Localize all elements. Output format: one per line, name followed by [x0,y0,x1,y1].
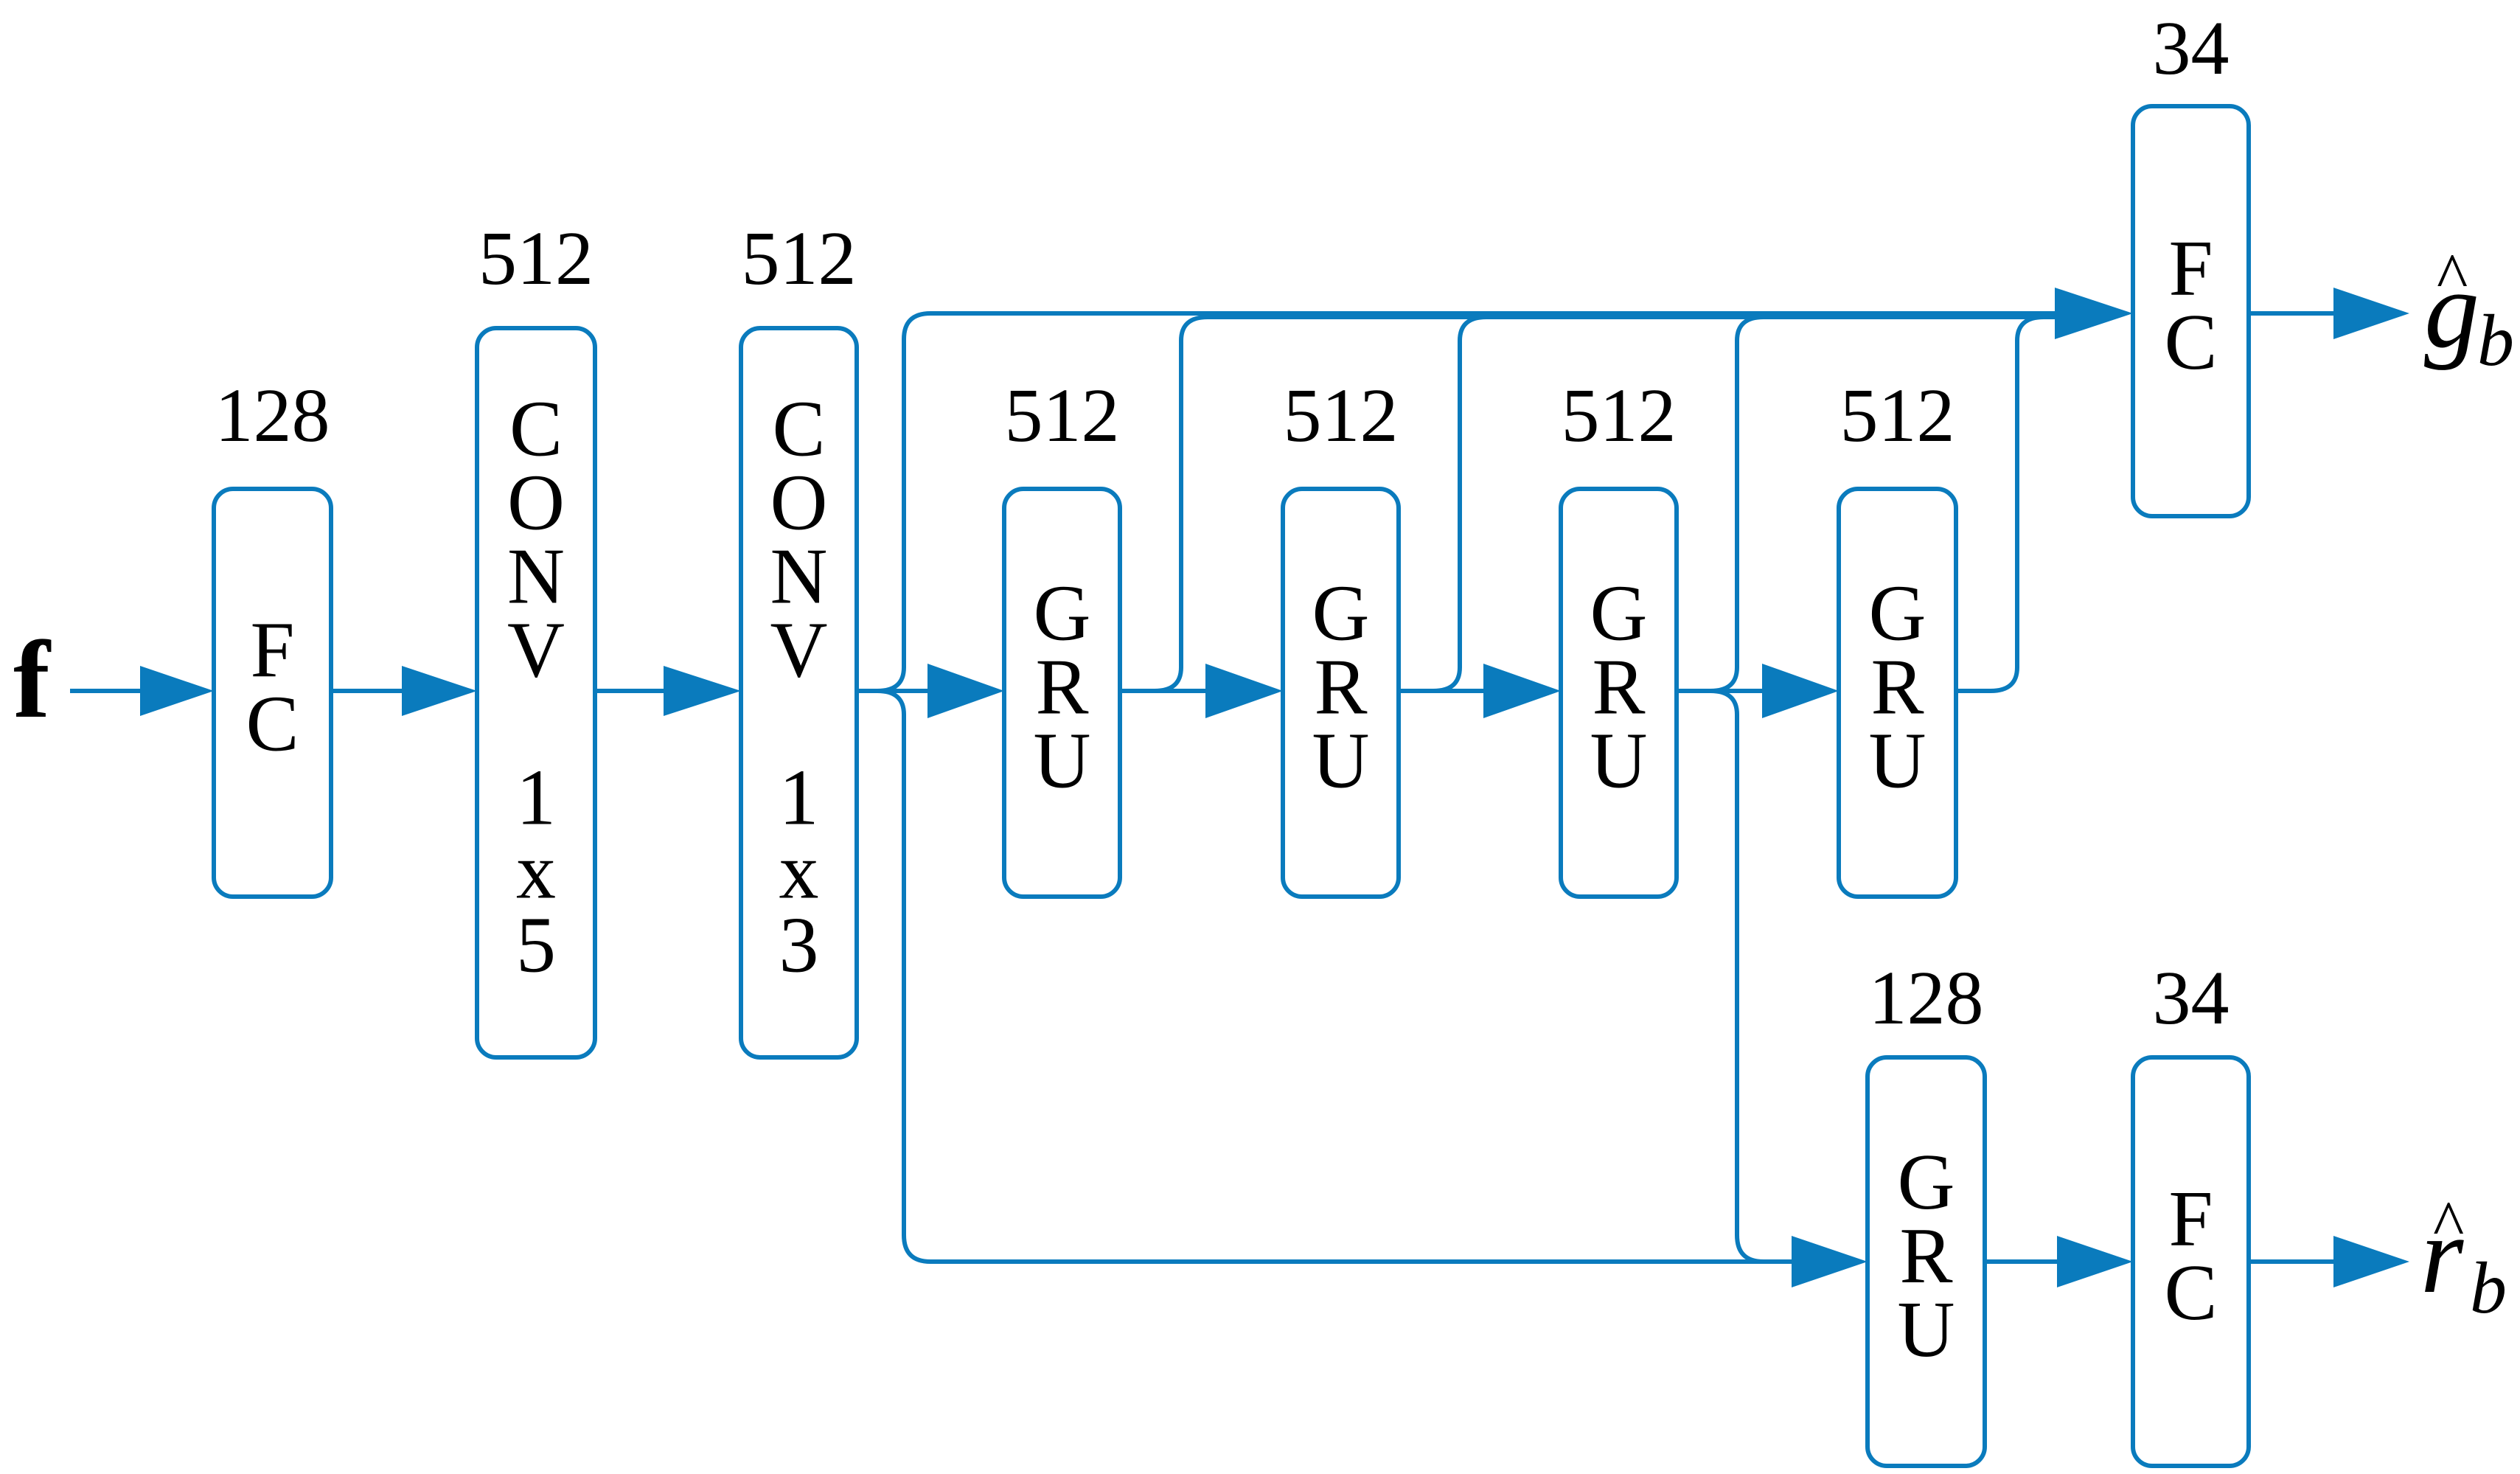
layer-box-conv2 [739,326,859,1060]
layer-box-gru_r [1865,1055,1987,1468]
layer-letter: R [1035,644,1088,731]
layer-letter: x [516,828,556,916]
output-r-hat: ^ r b [2420,1188,2507,1329]
layer-letter: F [2168,225,2213,313]
skip-gru4-fc-g [1956,315,2064,693]
layers: 128FC512CONV1x5512CONV1x3512GRU512GRU512… [212,6,2251,1468]
arrowhead-gru1 [927,664,1004,718]
arrowhead-conv1 [402,666,477,716]
layer-letter: x [779,828,819,916]
layer-letter: F [2168,1175,2213,1263]
layer-box-fc_r [2131,1055,2251,1468]
connections [70,288,2409,1287]
layer-units-fc1: 128 [215,373,330,458]
layer-letter: R [1899,1212,1952,1300]
layer-units-gru1: 512 [1005,373,1120,458]
layer-box-fc_g [2131,104,2251,518]
layer-letter: G [1898,1138,1955,1226]
layer-units-conv2: 512 [742,216,857,301]
layer-letter: C [509,386,563,473]
layer-units-fc_r: 34 [2153,956,2230,1040]
arrowhead-fc1 [140,666,214,716]
layer-letter: N [507,533,565,621]
layer-box-conv1 [475,326,597,1060]
layer-letter: R [1314,644,1367,731]
output-r-subscript: b [2470,1247,2507,1329]
layer-letter: C [246,681,299,768]
layer-letter: R [1592,644,1645,731]
output-g-accent: ^ [2437,240,2468,313]
layer-letter: 5 [516,902,556,990]
layer-letter: V [770,607,828,695]
layer-letter: R [1870,644,1924,731]
layer-units-gru_r: 128 [1869,956,1984,1040]
arrowhead-gru-r [1792,1236,1868,1287]
output-g-hat: ^ g b [2424,240,2514,381]
layer-letter: N [770,533,828,621]
output-r-accent: ^ [2433,1188,2464,1261]
layer-letter: G [1312,570,1370,658]
layer-letter: G [1590,570,1648,658]
arrowhead-gru4 [1762,664,1839,718]
layer-letter: U [1590,717,1648,805]
output-g-base: g [2424,248,2479,371]
layer-letter: O [770,459,828,547]
layer-letter: G [1034,570,1091,658]
layer-letter: 1 [779,754,819,842]
skip-conv2-gru-r [877,689,1799,1264]
layer-letter: U [1898,1286,1955,1374]
output-r-base: r [2420,1194,2464,1316]
layer-letter: U [1034,717,1091,805]
layer-letter: C [772,386,825,473]
output-g-subscript: b [2477,299,2514,381]
layer-letter: G [1869,570,1926,658]
arrowhead-fc-r [2057,1236,2133,1287]
skip-conv2-fc-g [857,311,2064,693]
layer-units-fc_g: 34 [2153,6,2230,91]
layer-letter: U [1869,717,1926,805]
layer-box-fc1 [212,487,333,899]
arrowhead-conv2 [664,666,741,716]
layer-letter: 3 [779,902,819,990]
arrowhead-gru3 [1483,664,1561,718]
layer-letter: 1 [516,754,556,842]
layer-letter: O [507,459,565,547]
layer-units-gru2: 512 [1284,373,1399,458]
arrowhead-gru2 [1205,664,1283,718]
layer-units-gru4: 512 [1840,373,1955,458]
layer-box-gru1 [1002,487,1122,899]
input-label: f [13,619,52,741]
skip-gru3-gru-r [1710,689,1799,1264]
skip-gru3-fc-g [1677,315,1764,693]
layer-letter: C [2164,299,2217,386]
layer-box-gru3 [1559,487,1679,899]
skip-gru1-fc-g [1120,315,2064,693]
layer-letter: V [507,607,565,695]
layer-units-gru3: 512 [1562,373,1677,458]
layer-letter: F [250,607,294,695]
layer-box-gru2 [1281,487,1401,899]
arrowhead-output-g [2333,288,2409,339]
layer-box-gru4 [1837,487,1958,899]
arrowhead-fc-g [2055,288,2133,339]
skip-gru2-fc-g [1399,315,1487,693]
layer-units-conv1: 512 [478,216,594,301]
arrowhead-output-r [2333,1236,2409,1287]
layer-letter: U [1312,717,1370,805]
layer-letter: C [2164,1249,2217,1337]
